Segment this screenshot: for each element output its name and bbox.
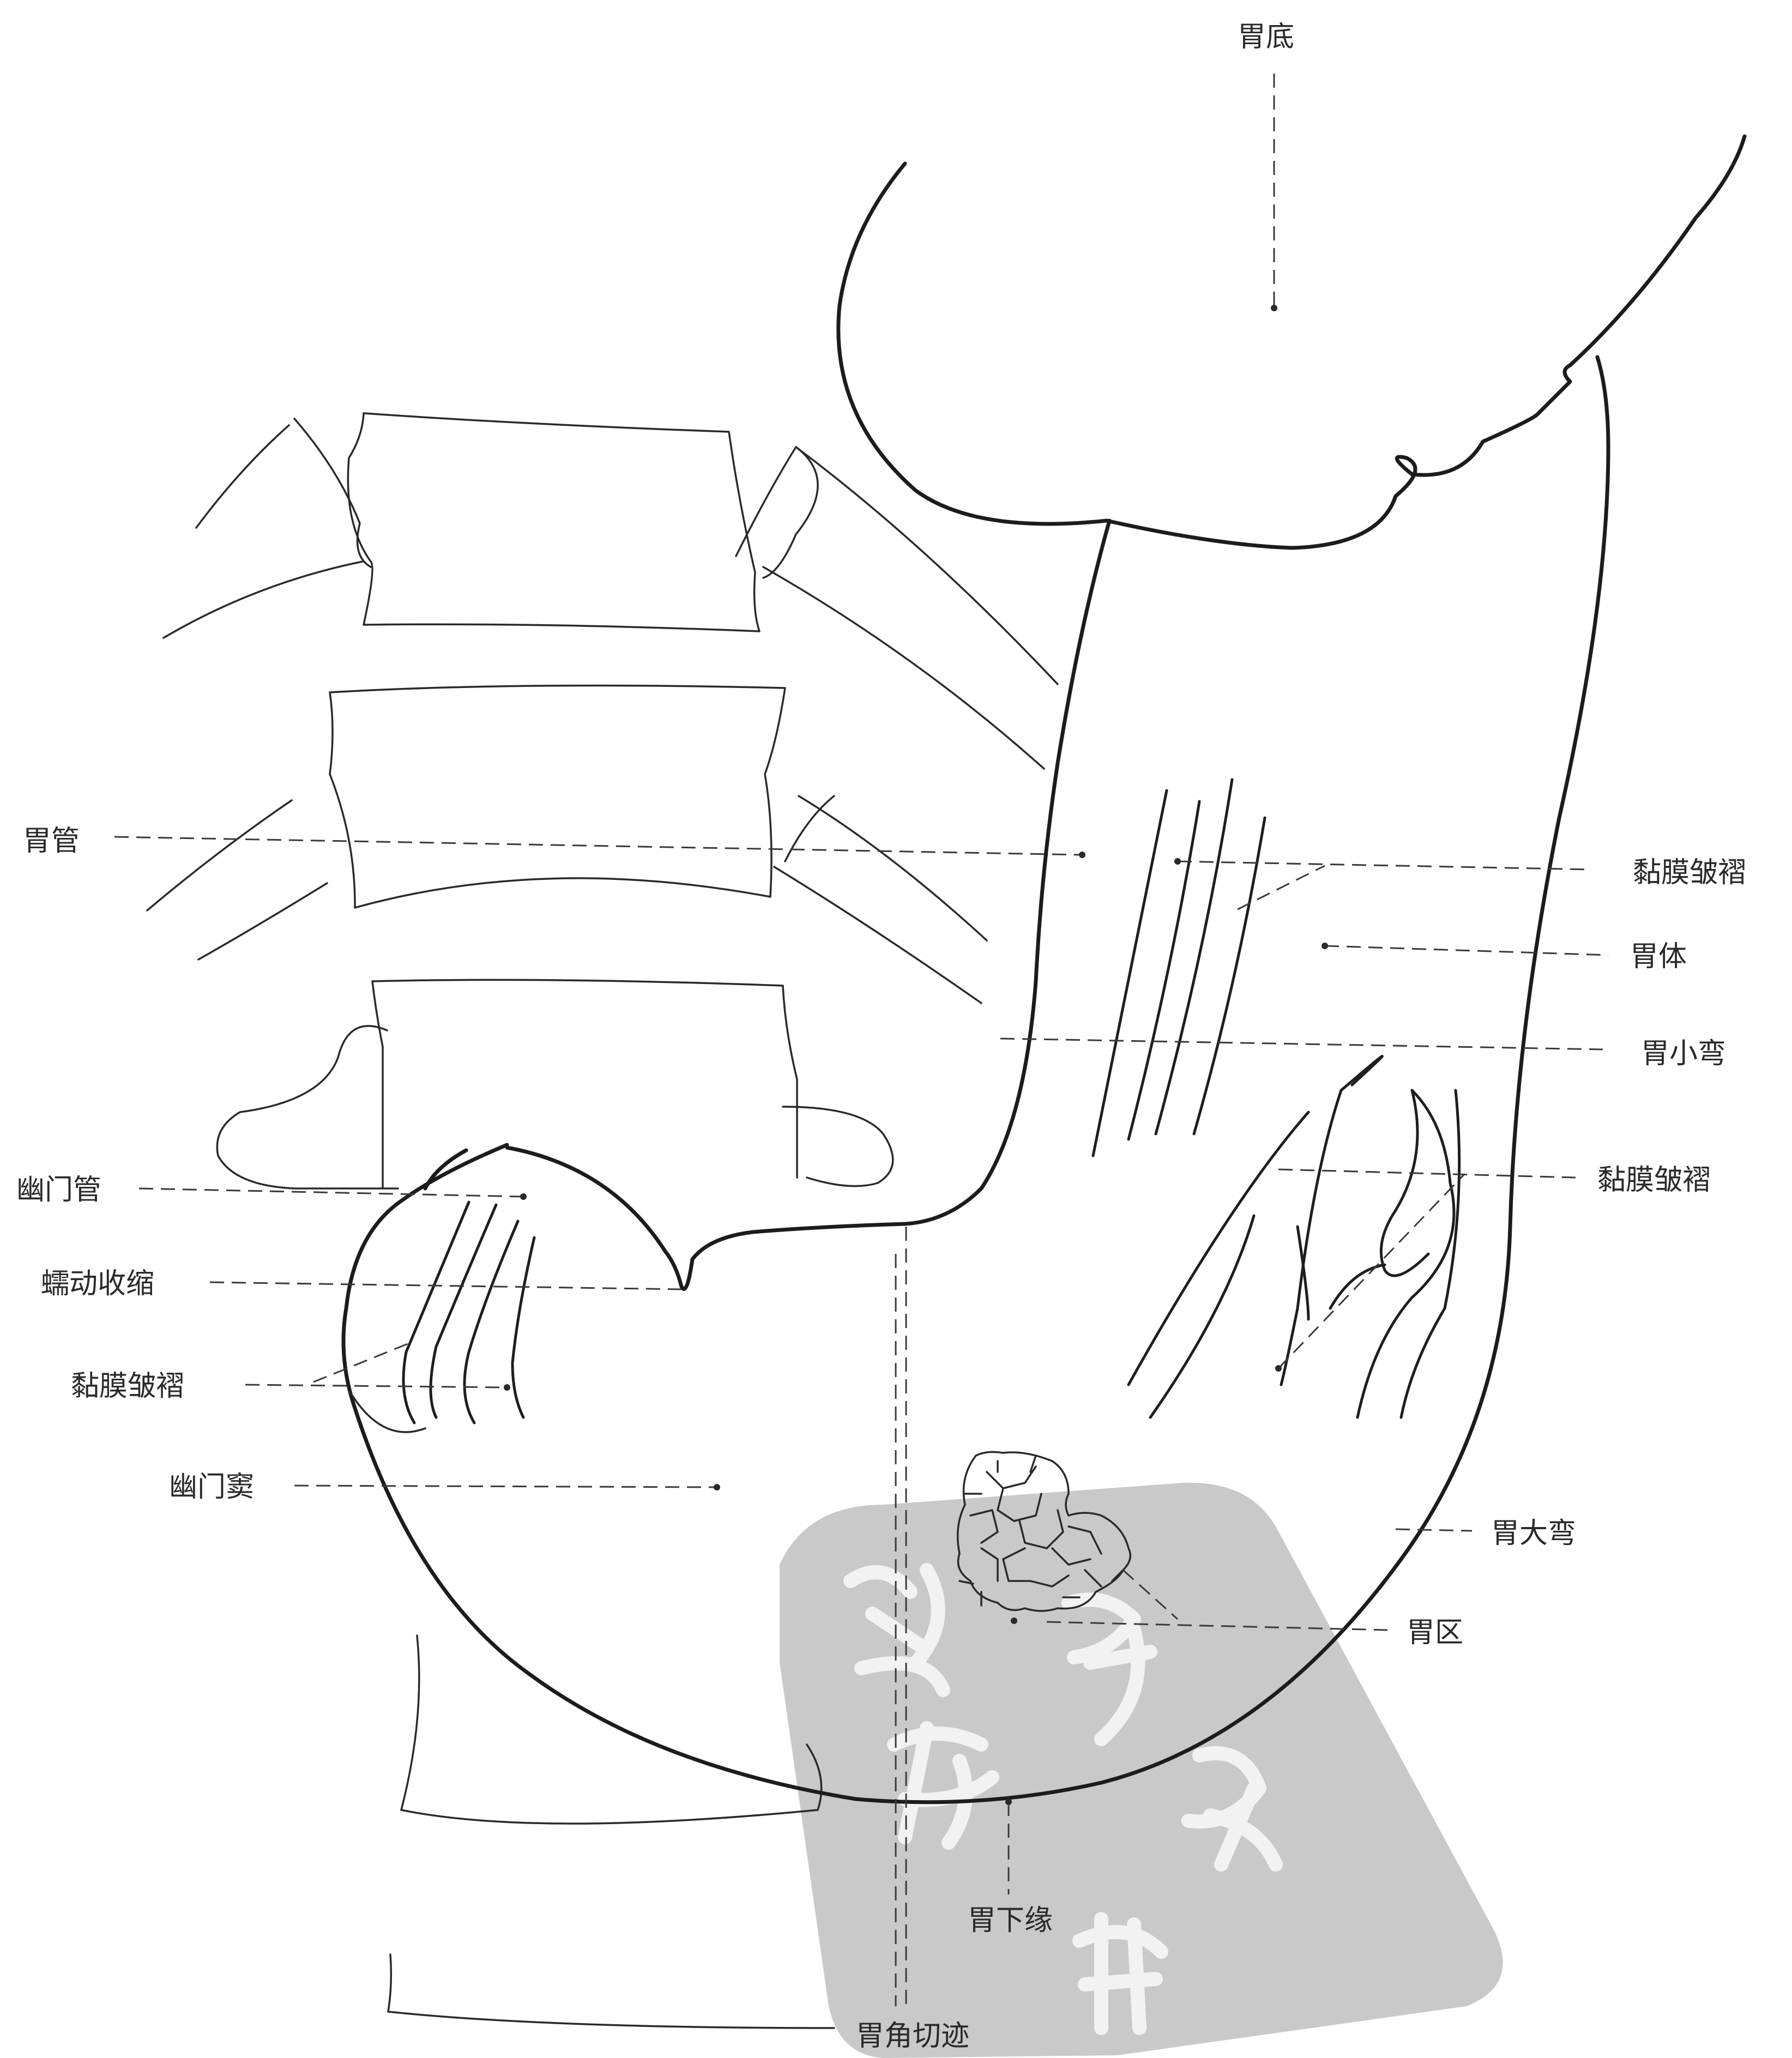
vertebra-middle (330, 686, 785, 908)
rib-right-1b (796, 447, 1058, 684)
label-body: 胃体 (1630, 940, 1687, 973)
rib-right-1c (763, 567, 1044, 769)
mucosal-folds-body (1093, 780, 1265, 1156)
label-pyloric-canal: 幽门管 (16, 1174, 101, 1206)
rib-right-1 (736, 447, 818, 578)
rib-left-1b (164, 562, 363, 638)
label-angular-incisure: 胃角切迹 (856, 2020, 969, 2053)
vertebra-lower (372, 980, 893, 1188)
mucosal-folds-pyloric (403, 1202, 534, 1423)
label-fundus: 胃底 (1238, 21, 1294, 53)
vertebra-bottom (401, 1635, 822, 1824)
label-pyloric-antrum: 幽门窦 (169, 1471, 254, 1504)
vertebra-bottom-2 (388, 1954, 834, 2028)
rib-right-2c (774, 867, 981, 1003)
rib-left-2 (147, 800, 292, 910)
label-greater-curvature: 胃大弯 (1491, 1517, 1576, 1550)
joint-left-1 (294, 419, 371, 567)
vertebra-upper (348, 413, 759, 631)
label-peristaltic-contraction: 蠕动收缩 (41, 1268, 154, 1300)
label-lower-border: 胃下缘 (968, 1904, 1053, 1937)
label-mucosal-folds-pyloric: 黏膜皱褶 (71, 1370, 184, 1403)
rib-left-1 (196, 425, 289, 528)
label-mucosal-folds-upper: 黏膜皱褶 (1633, 856, 1746, 889)
rib-right-2b (785, 796, 834, 861)
label-gastric-areas: 胃区 (1407, 1616, 1463, 1649)
label-lesser-curvature: 胃小弯 (1641, 1037, 1726, 1070)
rib-right-2 (799, 796, 987, 940)
transverse-process-left (217, 1026, 398, 1188)
lesser-curvature-outline (507, 521, 1109, 1289)
rib-left-3 (198, 883, 327, 959)
mucosal-folds-middle (1129, 1056, 1459, 1417)
label-mucosal-folds-middle: 黏膜皱褶 (1597, 1164, 1711, 1197)
label-gastric-canal: 胃管 (23, 825, 80, 858)
